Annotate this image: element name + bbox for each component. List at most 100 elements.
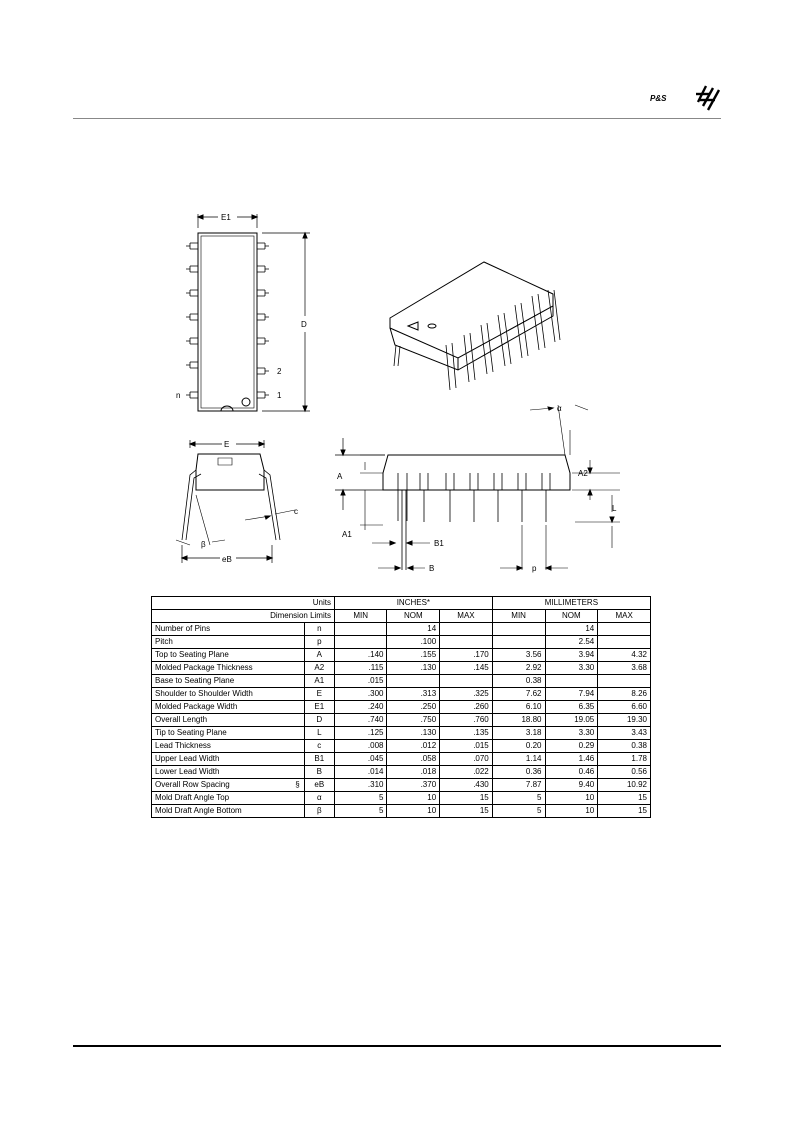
units-label: Units [151, 596, 335, 610]
value-in-max: .260 [439, 700, 493, 714]
param-symbol: eB [303, 778, 335, 792]
header-divider [73, 118, 721, 119]
value-in-max: .430 [439, 778, 493, 792]
value-mm-nom: 14 [544, 622, 599, 636]
value-mm-nom: 6.35 [544, 700, 599, 714]
logo-text: P&S [650, 94, 667, 103]
end-view-body [195, 453, 265, 491]
value-in-nom: 14 [386, 622, 441, 636]
value-in-max: .070 [439, 752, 493, 766]
param-name: Lead Thickness [151, 739, 305, 753]
value-in-min: 5 [333, 804, 388, 818]
value-in-nom: .130 [386, 661, 441, 675]
param-symbol: A2 [303, 661, 335, 675]
param-name: Mold Draft Angle Top [151, 791, 305, 805]
value-mm-min: 0.38 [491, 674, 546, 688]
value-mm-max: 0.38 [597, 739, 651, 753]
value-in-min: .008 [333, 739, 388, 753]
footer-divider [73, 1045, 721, 1047]
mm-header: MILLIMETERS [491, 596, 652, 610]
value-in-nom: .018 [386, 765, 441, 779]
value-in-min [333, 635, 388, 649]
section-mark: § [295, 780, 300, 789]
value-mm-min: 3.18 [491, 726, 546, 740]
label-a2: A2 [578, 469, 588, 478]
param-symbol: A [303, 648, 335, 662]
value-mm-min: 2.92 [491, 661, 546, 675]
value-mm-max: 15 [597, 791, 651, 805]
value-mm-nom: 3.30 [544, 661, 599, 675]
value-mm-min: 0.20 [491, 739, 546, 753]
param-name: Upper Lead Width [151, 752, 305, 766]
mm-min-header: MIN [491, 609, 546, 623]
label-pin-2: 2 [277, 367, 282, 376]
value-in-nom: .750 [386, 713, 441, 727]
param-name: Molded Package Thickness [151, 661, 305, 675]
value-mm-min: 18.80 [491, 713, 546, 727]
value-mm-min: 5 [491, 791, 546, 805]
param-symbol: E1 [303, 700, 335, 714]
param-name: Number of Pins [151, 622, 305, 636]
value-mm-max: 3.68 [597, 661, 651, 675]
value-in-max: .022 [439, 765, 493, 779]
value-mm-nom: 3.30 [544, 726, 599, 740]
value-mm-nom: 3.94 [544, 648, 599, 662]
value-in-min [333, 622, 388, 636]
value-mm-nom: 0.46 [544, 765, 599, 779]
value-mm-min: 0.36 [491, 765, 546, 779]
label-c: c [294, 507, 298, 516]
param-symbol: p [303, 635, 335, 649]
value-in-nom: .155 [386, 648, 441, 662]
value-mm-nom: 7.94 [544, 687, 599, 701]
label-e: E [224, 440, 229, 449]
value-mm-min: 3.56 [491, 648, 546, 662]
table-header-limits: Dimension Limits MIN NOM MAX MIN NOM MAX [151, 609, 651, 623]
dimension-table: Units INCHES* MILLIMETERS Dimension Limi… [151, 596, 652, 818]
value-in-min: .310 [333, 778, 388, 792]
mm-nom-header: NOM [544, 609, 599, 623]
param-symbol: β [303, 804, 335, 818]
param-name: Lower Lead Width [151, 765, 305, 779]
value-mm-nom: 0.29 [544, 739, 599, 753]
param-name: Top to Seating Plane [151, 648, 305, 662]
value-in-nom: 10 [386, 804, 441, 818]
value-in-nom: 10 [386, 791, 441, 805]
value-mm-max: 8.26 [597, 687, 651, 701]
label-d: D [301, 320, 307, 329]
value-in-min: .115 [333, 661, 388, 675]
logo-stripes-icon [696, 85, 721, 111]
value-mm-nom: 10 [544, 791, 599, 805]
value-in-min: .014 [333, 765, 388, 779]
value-in-max [439, 635, 493, 649]
value-mm-max: 0.56 [597, 765, 651, 779]
dimension-limits-label: Dimension Limits [151, 609, 335, 623]
param-symbol: L [303, 726, 335, 740]
value-in-nom: .250 [386, 700, 441, 714]
value-mm-max: 10.92 [597, 778, 651, 792]
param-name: Overall Row Spacing § [151, 778, 305, 792]
top-view-body [197, 232, 258, 412]
label-e1: E1 [221, 213, 231, 222]
inches-header: INCHES* [333, 596, 493, 610]
param-name-text: Overall Row Spacing [155, 780, 230, 789]
label-pin-1: 1 [277, 391, 282, 400]
value-mm-min: 1.14 [491, 752, 546, 766]
param-name: Shoulder to Shoulder Width [151, 687, 305, 701]
value-mm-min: 7.62 [491, 687, 546, 701]
label-beta: β [201, 540, 206, 549]
param-name: Mold Draft Angle Bottom [151, 804, 305, 818]
label-l: L [612, 504, 617, 513]
label-alpha: α [557, 404, 562, 413]
table-header-units: Units INCHES* MILLIMETERS [151, 596, 652, 610]
param-symbol: c [303, 739, 335, 753]
param-symbol: A1 [303, 674, 335, 688]
param-name: Base to Seating Plane [151, 674, 305, 688]
